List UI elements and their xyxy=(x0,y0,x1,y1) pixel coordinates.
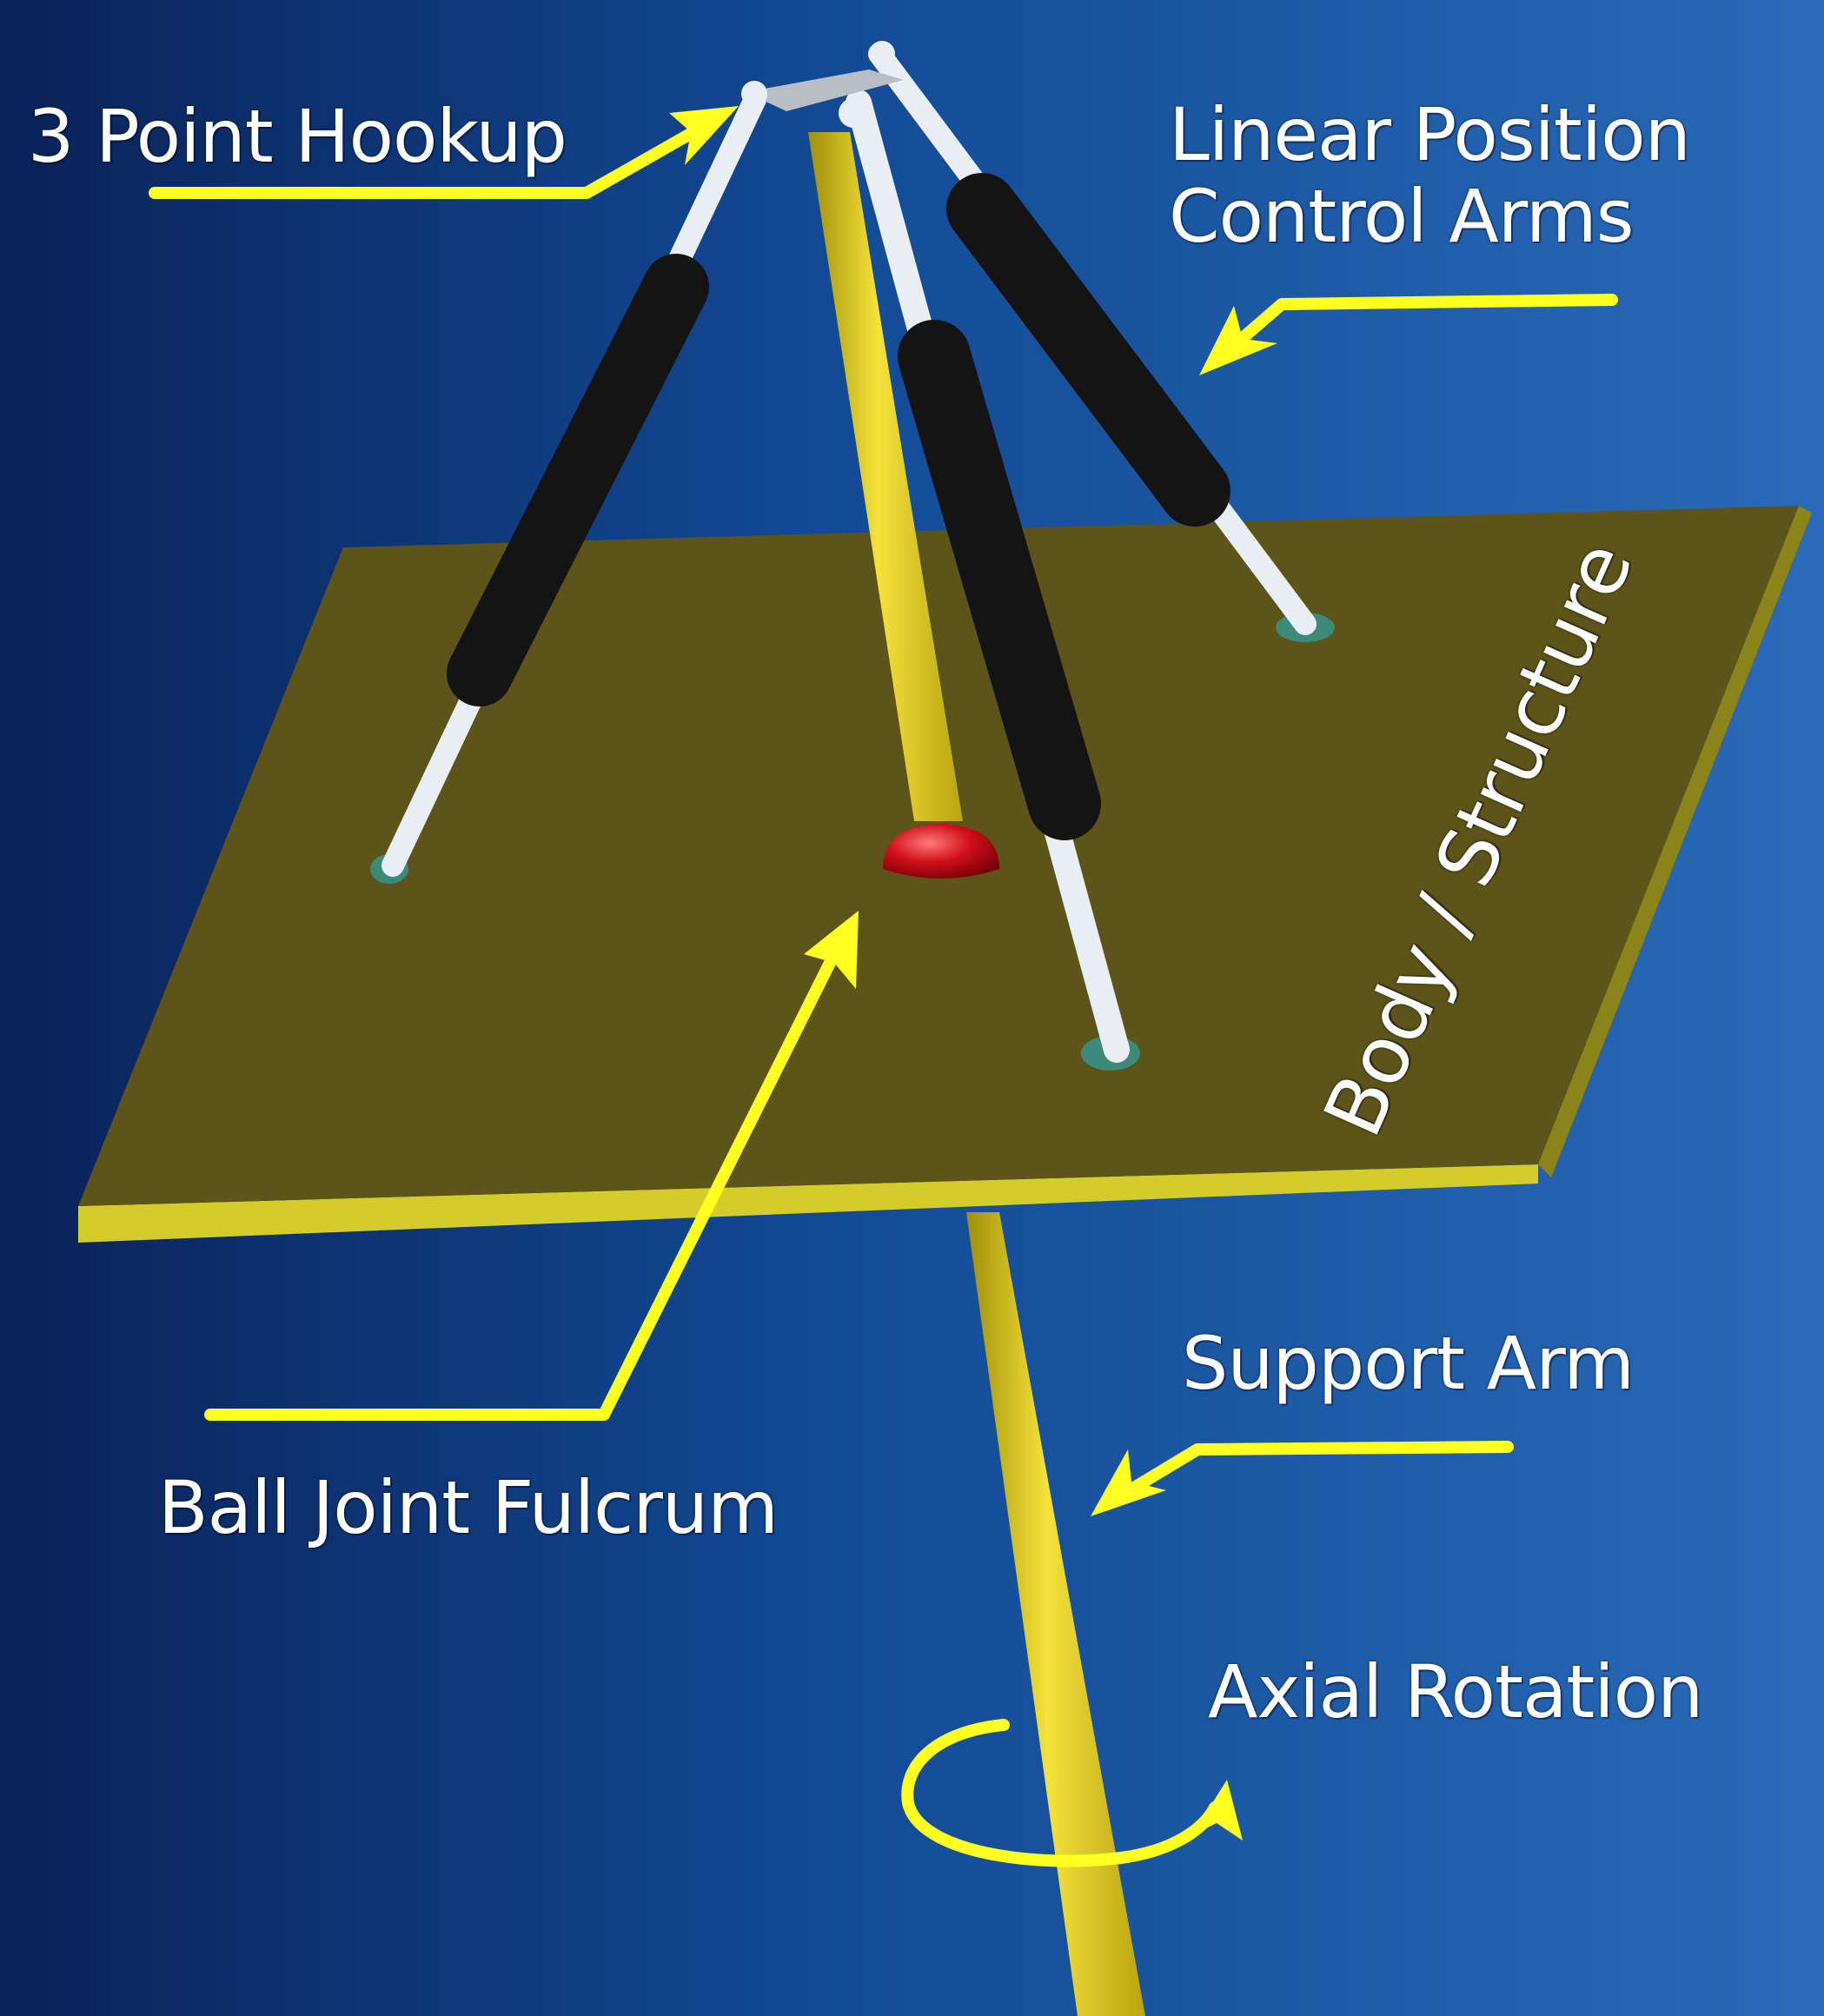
hookup-pin-left xyxy=(741,81,767,107)
arrow-head-axial-rotation xyxy=(1192,1780,1243,1840)
label-control-arms-line-1: Linear Position xyxy=(1169,92,1691,177)
arrow-head-hookup xyxy=(669,106,739,165)
arrow-axial-rotation xyxy=(901,1719,1221,1867)
support-arm-upper xyxy=(808,132,963,821)
arrow-head-ball-joint xyxy=(804,911,859,989)
hookup-plate xyxy=(746,70,904,111)
ball-joint xyxy=(883,824,999,879)
arrow-head-control-arms xyxy=(1199,306,1277,375)
label-support-arm: Support Arm xyxy=(1182,1321,1635,1406)
arrow-head-support-arm xyxy=(1091,1449,1166,1516)
left-arm-cylinder xyxy=(447,254,709,706)
plate-edge xyxy=(78,1164,1538,1243)
callout-arrows xyxy=(149,123,1618,1867)
label-3-point-hookup: 3 Point Hookup xyxy=(28,94,567,179)
hookup-pin-front xyxy=(839,98,868,128)
label-axial-rotation: Axial Rotation xyxy=(1208,1649,1703,1734)
arrow-hookup xyxy=(149,123,706,199)
front-arm-cylinder xyxy=(898,320,1101,840)
label-ball-joint-fulcrum: Ball Joint Fulcrum xyxy=(158,1465,779,1550)
arrow-heads xyxy=(669,106,1277,1840)
label-linear-position-control-arms: Linear Position Control Arms xyxy=(1169,92,1691,260)
label-control-arms-line-2: Control Arms xyxy=(1169,174,1634,260)
plate-right-edge xyxy=(1538,506,1812,1177)
hookup-pin-back xyxy=(869,41,895,67)
back-arm-cylinder xyxy=(946,173,1230,527)
support-arm-lower xyxy=(966,1212,1145,2016)
arrow-ball-joint xyxy=(204,948,840,1421)
